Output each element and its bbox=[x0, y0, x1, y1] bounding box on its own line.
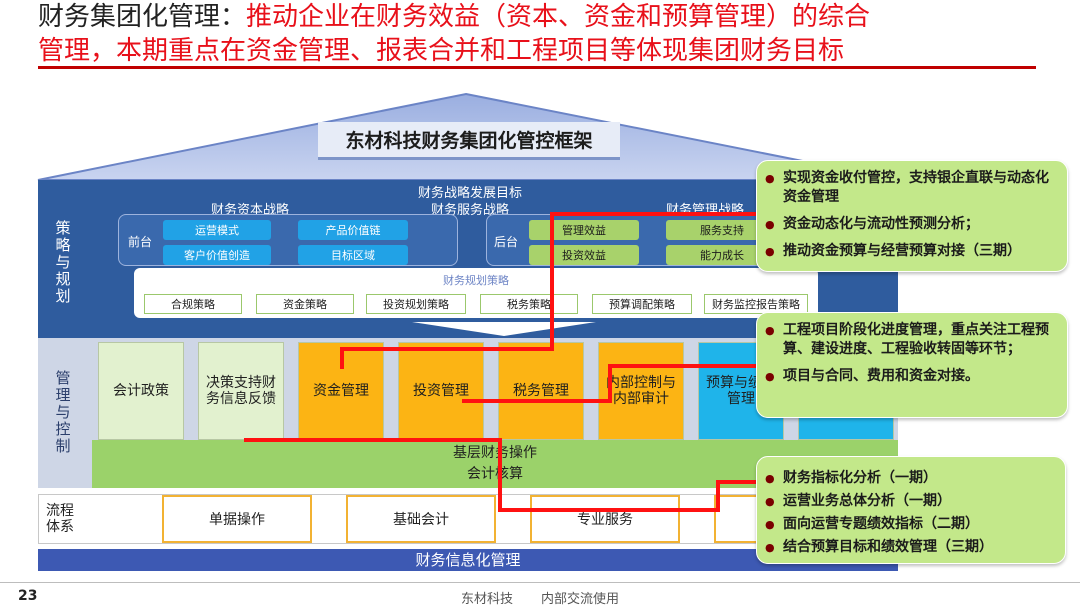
plan-item: 预算调配策略 bbox=[592, 294, 692, 314]
callout-item: 结合预算目标和绩效管理（三期） bbox=[763, 538, 1057, 557]
connector-line bbox=[608, 364, 612, 402]
connector-line bbox=[498, 508, 720, 512]
connector-line bbox=[244, 438, 502, 442]
back-pill: 能力成长 bbox=[666, 245, 778, 265]
connector-line bbox=[498, 438, 502, 512]
front-pill: 客户价值创造 bbox=[163, 245, 271, 265]
flow-item-documents: 单据操作 bbox=[162, 495, 312, 543]
back-pill: 管理效益 bbox=[529, 220, 639, 240]
title-divider bbox=[38, 66, 1036, 69]
management-side-label: 管理与控制 bbox=[55, 369, 71, 455]
footer-company: 东材科技 bbox=[460, 592, 513, 607]
flow-item-basic-accounting: 基础会计 bbox=[346, 495, 496, 543]
column-decision-support: 决策支持财务信息反馈 bbox=[198, 342, 284, 440]
callout-item: 项目与合同、费用和资金对接。 bbox=[763, 367, 1059, 386]
column-investment-management: 投资管理 bbox=[398, 342, 484, 440]
down-arrow-icon bbox=[412, 322, 596, 336]
strategy-top-caption: 财务战略发展目标 bbox=[417, 186, 522, 201]
column-fund-management: 资金管理 bbox=[298, 342, 384, 440]
page-title: 财务集团化管理：推动企业在财务效益（资本、资金和预算管理）的综合 管理，本期重点… bbox=[38, 0, 1048, 68]
back-label: 后台 bbox=[493, 235, 518, 249]
plan-item: 合规策略 bbox=[144, 294, 242, 314]
plan-item: 资金策略 bbox=[256, 294, 354, 314]
flow-side-label: 流程体系 bbox=[46, 503, 74, 535]
title-highlight-1: 推动企业在财务效益（资本、资金和预算管理）的综合 bbox=[246, 2, 871, 32]
page-number: 23 bbox=[18, 588, 38, 604]
footer: 东材科技 内部交流使用 bbox=[350, 588, 730, 607]
info-management-bar: 财务信息化管理 bbox=[38, 549, 898, 571]
callout-fund-management: 实现资金收付管控，支持银企直联与动态化资金管理 资金动态化与流动性预测分析； 推… bbox=[756, 160, 1068, 272]
column-tax-management: 税务管理 bbox=[498, 342, 584, 440]
title-highlight-2: 管理，本期重点在资金管理、报表合并和工程项目等体现集团财务目标 bbox=[38, 36, 845, 66]
column-accounting-policy: 会计政策 bbox=[98, 342, 184, 440]
front-label: 前台 bbox=[127, 235, 152, 249]
footer-divider bbox=[0, 582, 1080, 583]
column-internal-control: 内部控制与内部审计 bbox=[598, 342, 684, 440]
front-pill: 运营模式 bbox=[163, 220, 271, 240]
connector-line bbox=[340, 347, 344, 369]
plan-item: 财务监控报告策略 bbox=[704, 294, 808, 314]
base-operations-label: 基层财务操作 bbox=[453, 445, 537, 461]
front-pill: 目标区域 bbox=[298, 245, 408, 265]
plan-item: 投资规划策略 bbox=[366, 294, 466, 314]
flow-item-professional-service: 专业服务 bbox=[530, 495, 680, 543]
roof-title: 东材科技财务集团化管控框架 bbox=[318, 122, 620, 160]
connector-line bbox=[608, 364, 758, 368]
connector-line bbox=[550, 212, 554, 350]
back-pill: 投资效益 bbox=[529, 245, 639, 265]
callout-project-management: 工程项目阶段化进度管理，重点关注工程预算、建设进度、工程验收转固等环节； 项目与… bbox=[756, 312, 1068, 418]
callout-item: 面向运营专题绩效指标（二期） bbox=[763, 515, 1057, 534]
callout-item: 推动资金预算与经营预算对接（三期） bbox=[763, 242, 1059, 261]
callout-item: 财务指标化分析（一期） bbox=[763, 469, 1057, 488]
strategy-side-label: 策略与规划 bbox=[55, 219, 71, 305]
accounting-label: 会计核算 bbox=[467, 466, 523, 482]
connector-line bbox=[716, 480, 758, 484]
callout-performance-analysis: 财务指标化分析（一期） 运营业务总体分析（一期） 面向运营专题绩效指标（二期） … bbox=[756, 456, 1066, 564]
callout-item: 资金动态化与流动性预测分析； bbox=[763, 215, 1059, 234]
connector-line bbox=[340, 347, 554, 351]
planning-strategy-caption: 财务规划策略 bbox=[443, 274, 509, 287]
callout-item: 实现资金收付管控，支持银企直联与动态化资金管理 bbox=[763, 169, 1059, 207]
connector-line bbox=[550, 212, 756, 216]
front-pill: 产品价值链 bbox=[298, 220, 408, 240]
callout-item: 工程项目阶段化进度管理，重点关注工程预算、建设进度、工程验收转固等环节； bbox=[763, 321, 1059, 359]
back-pill: 服务支持 bbox=[666, 220, 778, 240]
callout-item: 运营业务总体分析（一期） bbox=[763, 492, 1057, 511]
connector-line bbox=[716, 480, 720, 512]
connector-line bbox=[462, 399, 612, 403]
footer-usage: 内部交流使用 bbox=[541, 592, 620, 607]
title-lead: 财务集团化管理： bbox=[38, 2, 247, 32]
plan-item: 税务策略 bbox=[480, 294, 578, 314]
